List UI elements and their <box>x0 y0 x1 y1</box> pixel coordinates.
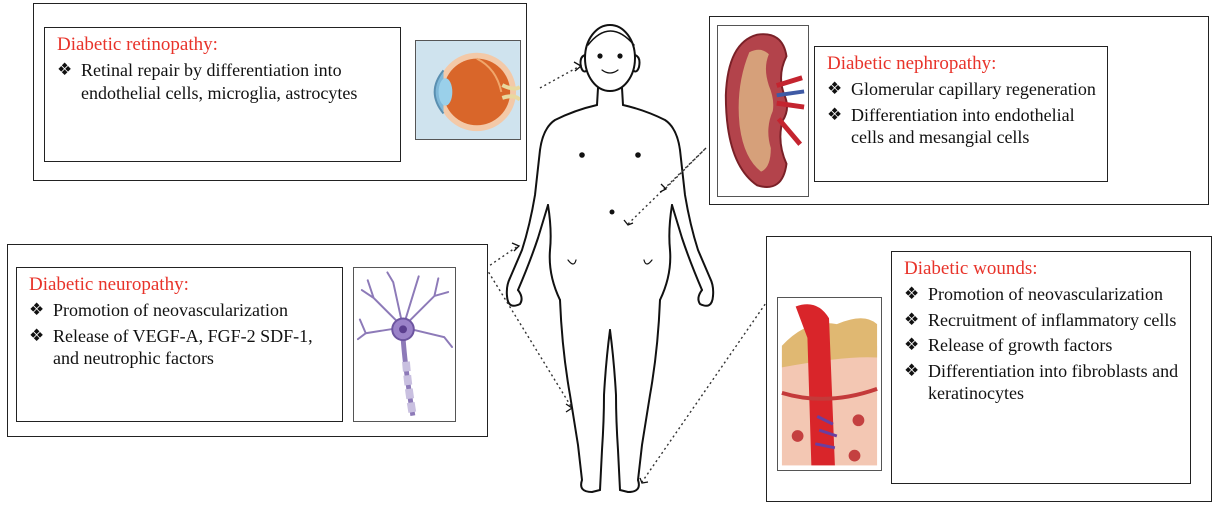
retinopathy-text-box: Diabetic retinopathy: ❖Retinal repair by… <box>44 27 401 162</box>
diamond-bullet-icon: ❖ <box>827 104 842 127</box>
retinopathy-item: ❖Retinal repair by differentiation into … <box>57 59 390 104</box>
retinopathy-title: Diabetic retinopathy: <box>57 34 390 56</box>
diamond-bullet-icon: ❖ <box>29 299 44 322</box>
wounds-panel: Diabetic wounds: ❖Promotion of neovascul… <box>766 236 1212 502</box>
neuropathy-item: ❖Promotion of neovascularization <box>29 299 332 322</box>
wounds-item: ❖Promotion of neovascularization <box>904 283 1180 306</box>
neuropathy-panel: Diabetic neuropathy: ❖Promotion of neova… <box>7 244 488 437</box>
retinopathy-panel: Diabetic retinopathy: ❖Retinal repair by… <box>33 3 527 181</box>
neuron-illustration <box>353 267 456 422</box>
nephropathy-item: ❖Glomerular capillary regeneration <box>827 78 1097 101</box>
neuropathy-title: Diabetic neuropathy: <box>29 274 332 296</box>
diamond-bullet-icon: ❖ <box>57 59 72 82</box>
nephropathy-title: Diabetic nephropathy: <box>827 53 1097 75</box>
diamond-bullet-icon: ❖ <box>29 325 44 348</box>
neuropathy-item: ❖Release of VEGF-A, FGF-2 SDF-1, and neu… <box>29 325 332 370</box>
diamond-bullet-icon: ❖ <box>904 334 919 357</box>
wounds-item: ❖Release of growth factors <box>904 334 1180 357</box>
nephropathy-item: ❖Differentiation into endothelial cells … <box>827 104 1097 149</box>
neuropathy-text-box: Diabetic neuropathy: ❖Promotion of neova… <box>16 267 343 422</box>
wounds-text-box: Diabetic wounds: ❖Promotion of neovascul… <box>891 251 1191 484</box>
nephropathy-panel: Diabetic nephropathy: ❖Glomerular capill… <box>709 16 1209 205</box>
wounds-item: ❖Recruitment of inflammatory cells <box>904 309 1180 332</box>
diamond-bullet-icon: ❖ <box>827 78 842 101</box>
diamond-bullet-icon: ❖ <box>904 309 919 332</box>
skin-wound-illustration <box>777 297 882 471</box>
wounds-item: ❖Differentiation into fibroblasts and ke… <box>904 360 1180 405</box>
diamond-bullet-icon: ❖ <box>904 283 919 306</box>
kidney-illustration <box>717 25 809 197</box>
diamond-bullet-icon: ❖ <box>904 360 919 383</box>
eye-illustration <box>415 40 521 140</box>
nephropathy-text-box: Diabetic nephropathy: ❖Glomerular capill… <box>814 46 1108 182</box>
wounds-title: Diabetic wounds: <box>904 258 1180 280</box>
